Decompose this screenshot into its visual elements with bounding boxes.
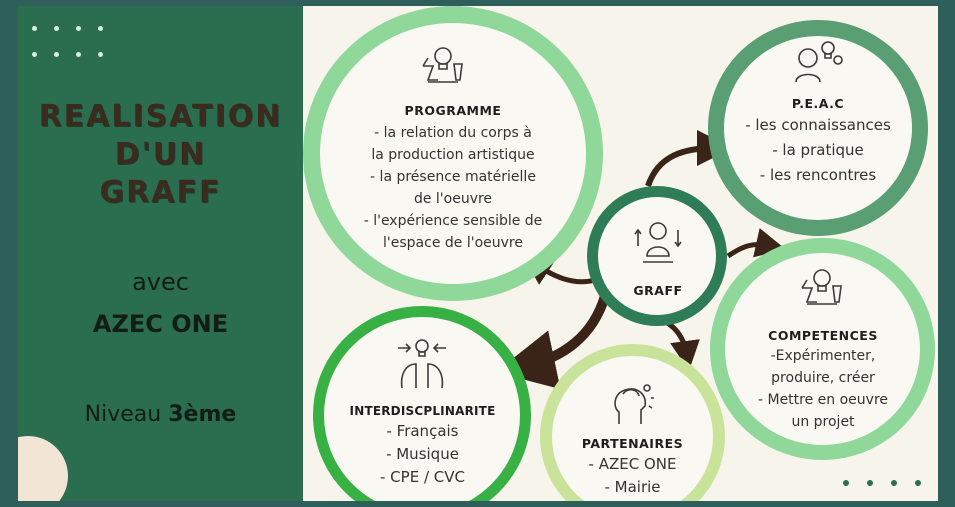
arrow-to-peac	[645, 130, 733, 188]
niveau-label: Niveau	[84, 402, 162, 427]
title-line-3: GRAFF	[99, 175, 222, 210]
programme-line: - l'expérience sensible de	[363, 213, 543, 229]
left-panel: REALISATION D'UN GRAFF avec AZEC ONE Niv…	[18, 6, 303, 501]
programme-text: PROGRAMME - la relation du corps à la pr…	[348, 103, 558, 254]
ideas-lab-icon	[422, 47, 463, 83]
partenaires-title: PARTENAIRES	[581, 436, 684, 451]
competences-line: - Mettre en oeuvre	[757, 392, 889, 408]
programme-line: de l'oeuvre	[413, 191, 493, 207]
competences-line: un projet	[791, 414, 855, 430]
decorative-dots	[843, 480, 933, 490]
title-line-2: D'UN	[114, 137, 207, 172]
programme-title: PROGRAMME	[404, 103, 502, 118]
partenaires-text: PARTENAIRES - AZEC ONE - Mairie	[560, 436, 705, 499]
graff-circle	[587, 186, 727, 326]
peac-title: P.E.A.C	[791, 96, 845, 111]
interdisciplinarite-circle	[313, 306, 531, 501]
niveau-value: 3ème	[168, 402, 237, 427]
peac-text: P.E.A.C - les connaissances - la pratiqu…	[728, 96, 908, 188]
competences-title: COMPETENCES	[768, 328, 878, 343]
ideas-lab-icon	[801, 269, 842, 305]
interdisciplinarite-line: - Français	[386, 422, 459, 440]
peac-line: - la pratique	[772, 141, 864, 159]
title-line-1: REALISATION	[38, 99, 283, 134]
arrow-to-interdisciplinarite	[495, 294, 610, 390]
niveau-line: Niveau 3ème	[18, 402, 303, 427]
two-heads-exchange-icon	[398, 339, 446, 389]
mindmap-panel: PROGRAMME - la relation du corps à la pr…	[303, 6, 938, 501]
programme-line: la production artistique	[371, 147, 535, 163]
arrow-to-competences	[726, 228, 786, 259]
programme-line: l'espace de l'oeuvre	[383, 235, 523, 251]
peac-line: - les rencontres	[759, 166, 877, 184]
thinking-person-icon	[634, 222, 682, 263]
competences-text: COMPETENCES -Expérimenter, produire, cré…	[733, 328, 913, 433]
decorative-blob	[18, 436, 68, 501]
creative-head-icon	[614, 384, 654, 424]
slide-title: REALISATION D'UN GRAFF	[18, 98, 303, 212]
decorative-dots	[32, 26, 112, 66]
competences-line: produire, créer	[771, 370, 875, 386]
interdisciplinarite-line: - CPE / CVC	[380, 468, 465, 486]
interdisciplinarite-line: - Musique	[386, 445, 459, 463]
person-idea-gear-icon	[795, 41, 843, 83]
artist-name: AZEC ONE	[92, 310, 229, 338]
interdisciplinarite-text: INTERDISCPLINARITE - Français - Musique …	[325, 404, 520, 489]
programme-line: - la relation du corps à	[374, 125, 532, 141]
interdisciplinarite-title: INTERDISCPLINARITE	[349, 404, 496, 418]
programme-line: - la présence matérielle	[370, 169, 536, 185]
competences-line: -Expérimenter,	[770, 348, 876, 364]
graff-title: GRAFF	[633, 283, 683, 298]
avec-label: avec	[132, 268, 189, 296]
partenaires-line: - AZEC ONE	[588, 455, 677, 473]
peac-line: - les connaissances	[745, 116, 891, 134]
partenaires-line: - Mairie	[604, 478, 661, 496]
